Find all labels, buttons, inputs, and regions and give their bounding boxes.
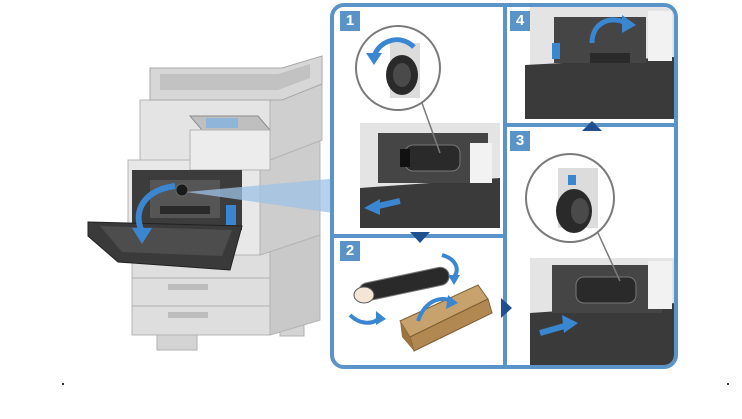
step-badge-3: 3 — [510, 131, 530, 151]
stray-dot-left — [62, 383, 64, 385]
shake-arrow-icon — [348, 313, 382, 325]
paper-tray-handle-2 — [168, 312, 208, 318]
step-1-illustration — [355, 25, 500, 228]
control-panel-screen — [206, 118, 238, 128]
steps-panels — [334, 7, 674, 365]
flow-arrow-icon — [410, 232, 430, 243]
rotate-arrow-icon — [589, 17, 628, 44]
steps-frame: 1 2 3 4 — [330, 3, 678, 369]
shake-arrow-icon — [441, 253, 459, 279]
stray-dot-right — [727, 383, 729, 385]
step-badge-1: 1 — [340, 11, 360, 31]
toner-cartridge-icon — [404, 144, 461, 172]
flow-arrow-icon — [582, 121, 602, 131]
toner-knob — [175, 183, 189, 197]
step-badge-4: 4 — [510, 11, 530, 31]
step-badge-2: 2 — [340, 241, 360, 261]
step-2-illustration — [348, 253, 493, 352]
callout-beam — [186, 178, 340, 214]
step-4-illustration — [525, 7, 674, 119]
flow-arrow-icon — [501, 298, 512, 318]
toner-cartridge-icon — [575, 276, 637, 304]
paper-tray-handle-1 — [168, 284, 208, 290]
step-3-illustration — [525, 153, 674, 365]
rotate-arrow-icon — [135, 183, 176, 234]
